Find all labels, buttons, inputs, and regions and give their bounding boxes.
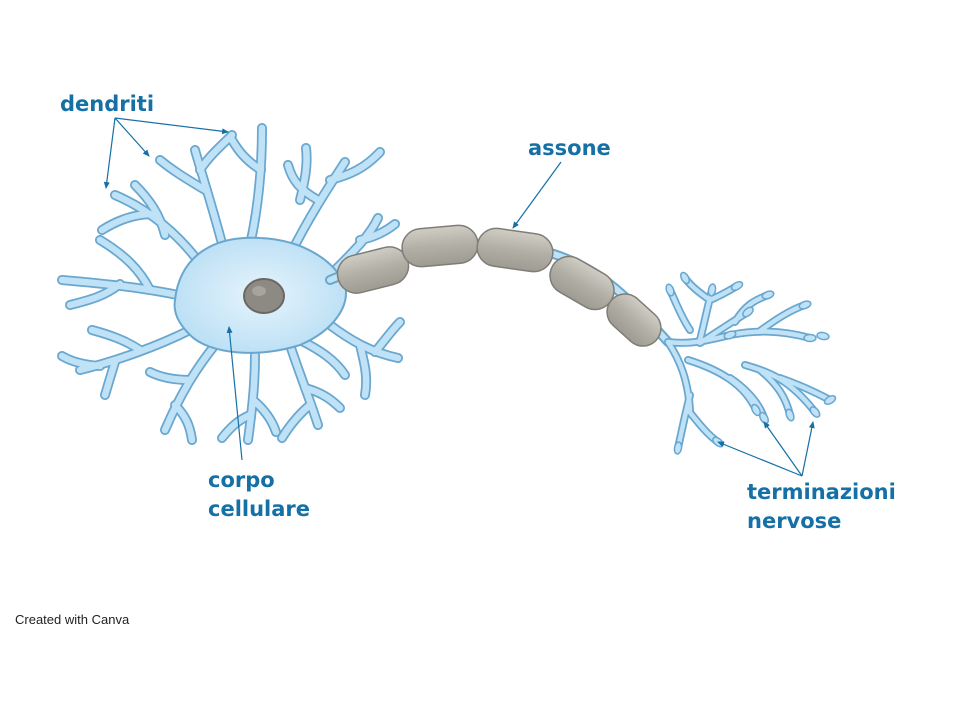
synaptic-bulb bbox=[798, 300, 812, 310]
dendrites-label: dendriti bbox=[60, 90, 154, 119]
synaptic-bulb bbox=[723, 330, 737, 340]
nerve-endings-label: terminazioni nervose bbox=[747, 478, 896, 536]
synaptic-bulb bbox=[823, 394, 837, 406]
synaptic-bulb bbox=[707, 283, 717, 297]
dendrites bbox=[57, 123, 405, 445]
dendrites-pointer-1 bbox=[103, 117, 116, 189]
synaptic-bulb bbox=[665, 283, 675, 297]
synaptic-bulb bbox=[679, 271, 691, 285]
canva-credit: Created with Canva bbox=[15, 612, 130, 627]
axon-terminals bbox=[664, 271, 837, 455]
axon-label-text: assone bbox=[528, 136, 611, 160]
nerve-endings-pointer-1 bbox=[717, 441, 803, 477]
nerve-endings-label-line1: terminazioni bbox=[747, 480, 896, 504]
dendrites-label-text: dendriti bbox=[60, 92, 155, 116]
cell-body-pointer bbox=[226, 326, 243, 461]
myelin-sheath bbox=[336, 224, 662, 347]
axon-label: assone bbox=[528, 134, 611, 163]
nerve-endings-pointer-2 bbox=[763, 421, 803, 477]
axon-pointer bbox=[512, 161, 562, 229]
synaptic-bulb bbox=[742, 306, 754, 318]
synaptic-bulb bbox=[673, 441, 683, 455]
synaptic-bulb bbox=[730, 280, 744, 292]
synaptic-bulb bbox=[803, 333, 817, 343]
cell-body-label-line2: cellulare bbox=[208, 497, 311, 521]
synaptic-bulb bbox=[816, 331, 830, 341]
cell-body-label: corpo cellulare bbox=[208, 466, 310, 524]
cell-body-label-line1: corpo bbox=[208, 468, 275, 492]
pointer-lines bbox=[103, 117, 815, 477]
dendrites-pointer-3 bbox=[114, 117, 229, 135]
synaptic-bulb bbox=[761, 290, 775, 300]
synaptic-bulb bbox=[785, 408, 795, 422]
dendrites-pointer-2 bbox=[114, 117, 150, 157]
cell-body bbox=[173, 236, 347, 354]
synaptic-bulb bbox=[809, 406, 821, 418]
nucleus bbox=[243, 278, 285, 314]
nerve-endings-label-line2: nervose bbox=[747, 509, 842, 533]
nerve-endings-pointer-3 bbox=[801, 421, 815, 477]
